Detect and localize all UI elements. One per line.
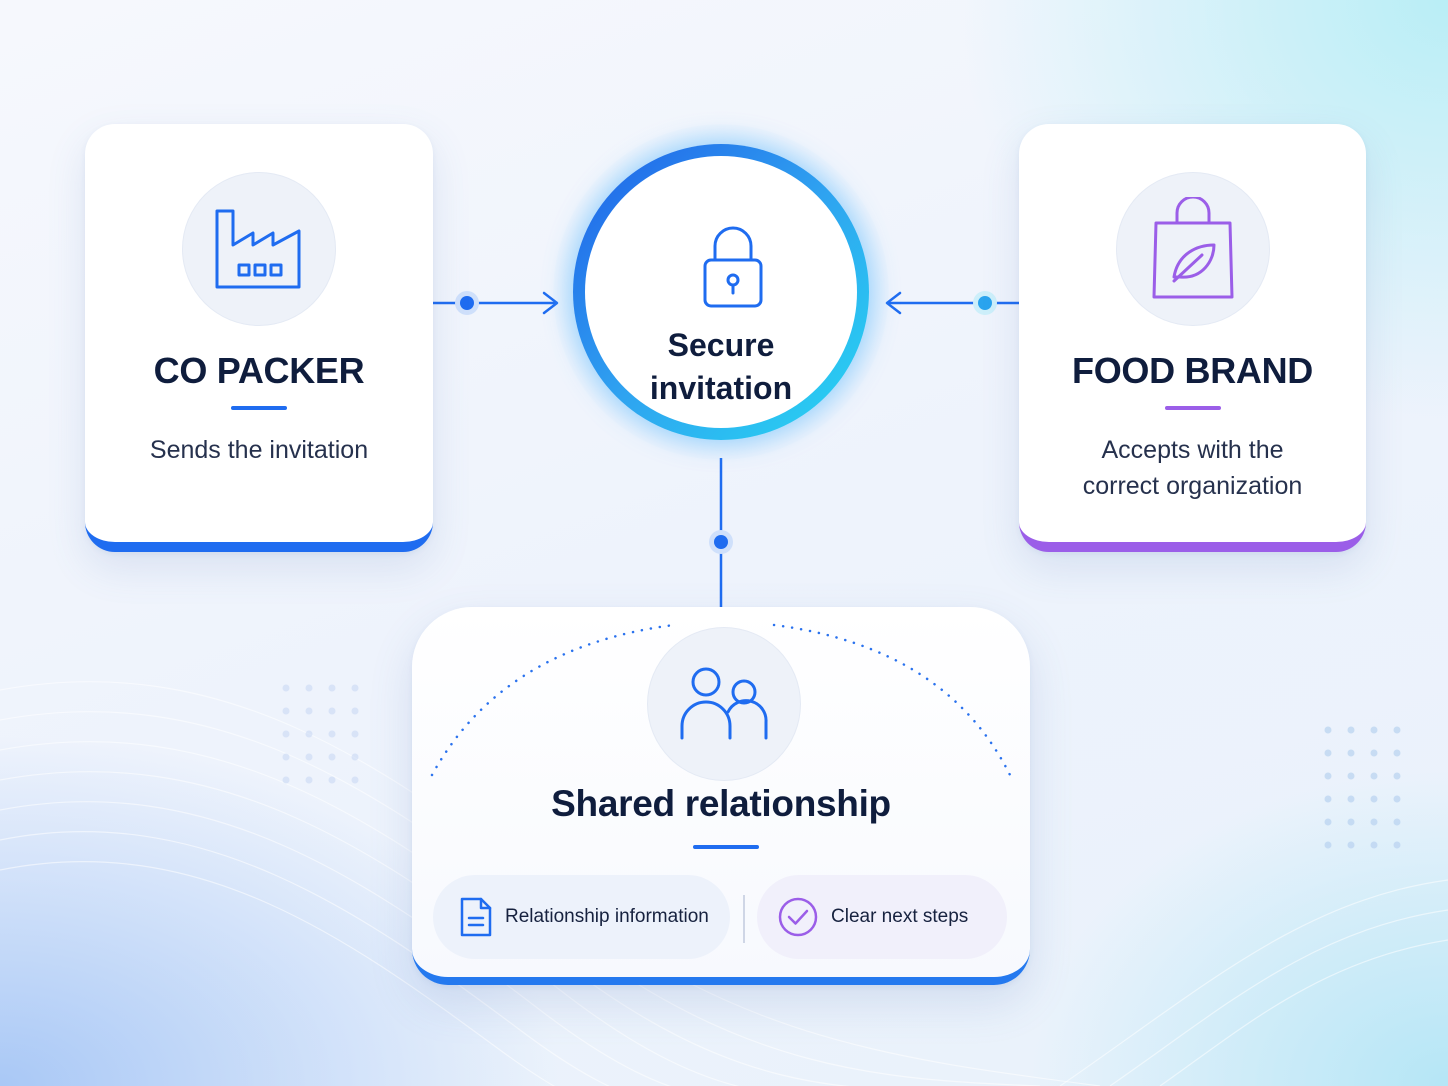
document-icon: [460, 897, 492, 937]
factory-icon: [215, 209, 301, 289]
decor-dot: [1370, 795, 1378, 803]
users-icon: [680, 667, 768, 740]
decor-dot: [305, 707, 313, 715]
decor-dot: [282, 684, 290, 692]
connector-center-to-bottom: [709, 458, 733, 607]
decor-dot: [1370, 749, 1378, 757]
secure-invitation-title: Secure invitation: [585, 324, 857, 410]
co-packer-icon-circle: [182, 172, 336, 326]
decor-dot: [1324, 841, 1332, 849]
clear-next-steps-label: Clear next steps: [831, 906, 969, 927]
decor-dot: [1393, 841, 1401, 849]
pill-divider: [743, 895, 745, 943]
clear-next-steps-pill: Clear next steps: [757, 875, 1007, 959]
decor-dot: [305, 684, 313, 692]
decor-dot: [1393, 749, 1401, 757]
secure-invitation-line-1: Secure: [667, 327, 775, 363]
decor-dot: [328, 684, 336, 692]
decor-dot: [1370, 772, 1378, 780]
decor-dot: [351, 730, 359, 738]
decor-dot: [1370, 818, 1378, 826]
connector-left-to-center: [433, 291, 559, 315]
decor-dot: [305, 776, 313, 784]
decor-dot: [1347, 726, 1355, 734]
decor-dot: [1347, 795, 1355, 803]
shared-relationship-underline: [693, 845, 759, 849]
decor-dot: [1393, 726, 1401, 734]
decor-dot: [328, 776, 336, 784]
shared-relationship-title: Shared relationship: [551, 783, 891, 824]
shared-relationship-card: Shared relationship Relationship informa…: [412, 607, 1030, 985]
food-brand-description-line-1: Accepts with the: [1101, 436, 1284, 464]
decor-dot: [328, 730, 336, 738]
co-packer-description: Sends the invitation: [149, 436, 369, 464]
co-packer-card: CO PACKER Sends the invitation: [85, 124, 433, 552]
relationship-information-pill: Relationship information: [433, 875, 730, 959]
decor-dot: [328, 753, 336, 761]
shopping-bag-leaf-icon: [1152, 197, 1233, 299]
shared-relationship-icon-circle: [647, 627, 801, 781]
secure-invitation-node: Secure invitation: [573, 144, 869, 440]
decor-dot: [1347, 841, 1355, 849]
secure-invitation-inner: Secure invitation: [585, 156, 857, 428]
decor-dot: [282, 776, 290, 784]
dot-grid-left: [282, 684, 359, 784]
decor-dot: [282, 707, 290, 715]
decor-dot: [305, 730, 313, 738]
decor-dot: [1347, 749, 1355, 757]
relationship-information-label: Relationship information: [505, 906, 709, 927]
decor-dot: [305, 753, 313, 761]
decor-dot: [1324, 818, 1332, 826]
decor-dot: [282, 730, 290, 738]
decor-dot: [1393, 795, 1401, 803]
decor-dot: [351, 753, 359, 761]
food-brand-title: FOOD BRAND: [1072, 350, 1313, 391]
decor-dot: [1324, 726, 1332, 734]
food-brand-icon-circle: [1115, 172, 1270, 326]
decor-dot: [282, 753, 290, 761]
decor-dot: [1324, 772, 1332, 780]
decor-dot: [1347, 772, 1355, 780]
food-brand-description-line-2: correct organization: [1082, 472, 1303, 500]
decor-dot: [1393, 818, 1401, 826]
decor-dot: [1324, 749, 1332, 757]
dotted-arc: [430, 623, 1012, 777]
food-brand-description: Accepts with the correct organization: [1039, 432, 1346, 504]
dot-grid-right: [1324, 726, 1401, 849]
decor-dot: [1370, 726, 1378, 734]
decor-dot: [328, 707, 336, 715]
decor-dot: [351, 684, 359, 692]
secure-invitation-line-2: invitation: [649, 370, 793, 406]
decor-dot: [1393, 772, 1401, 780]
decor-dot: [351, 707, 359, 715]
lock-icon: [703, 226, 763, 308]
decor-dot: [1370, 841, 1378, 849]
co-packer-title: CO PACKER: [153, 350, 365, 391]
connector-right-to-center: [885, 291, 1019, 315]
decor-dot: [1324, 795, 1332, 803]
food-brand-card: FOOD BRAND Accepts with the correct orga…: [1019, 124, 1366, 552]
check-circle-icon: [778, 897, 818, 937]
co-packer-underline: [231, 406, 287, 410]
food-brand-underline: [1164, 406, 1221, 410]
decor-dot: [351, 776, 359, 784]
decor-dot: [1347, 818, 1355, 826]
